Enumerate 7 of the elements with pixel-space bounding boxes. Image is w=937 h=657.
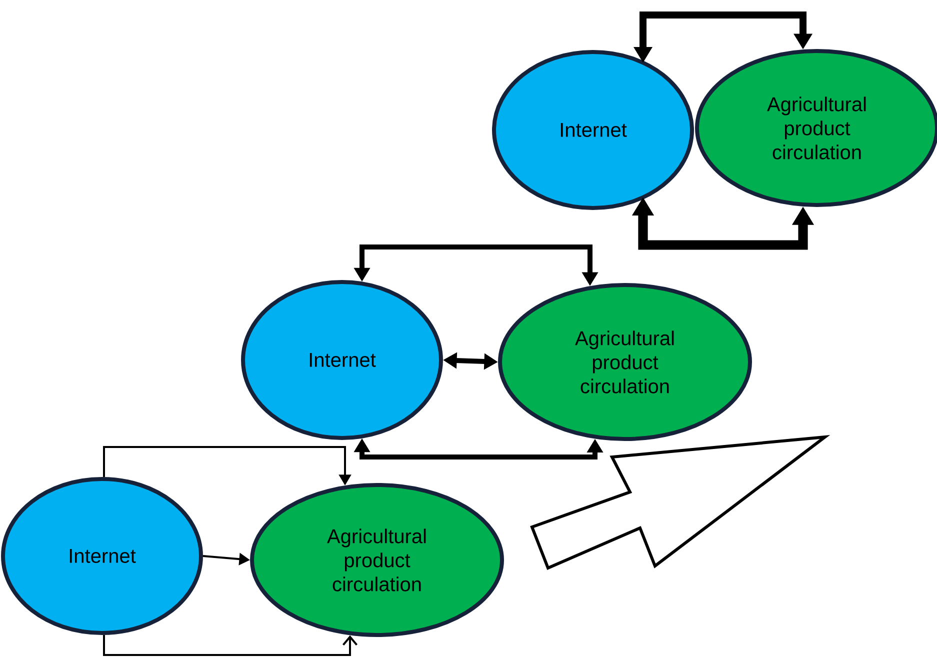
ellipse-node: Agricultural product circulation [695,49,937,207]
arrow [103,634,358,656]
ellipse-node: Internet [1,477,203,635]
ellipse-node: Agricultural product circulation [250,483,504,637]
ellipse-node: Internet [492,50,694,210]
ellipse-node: Agricultural product circulation [498,283,752,441]
ellipse-node: Internet [241,280,443,440]
